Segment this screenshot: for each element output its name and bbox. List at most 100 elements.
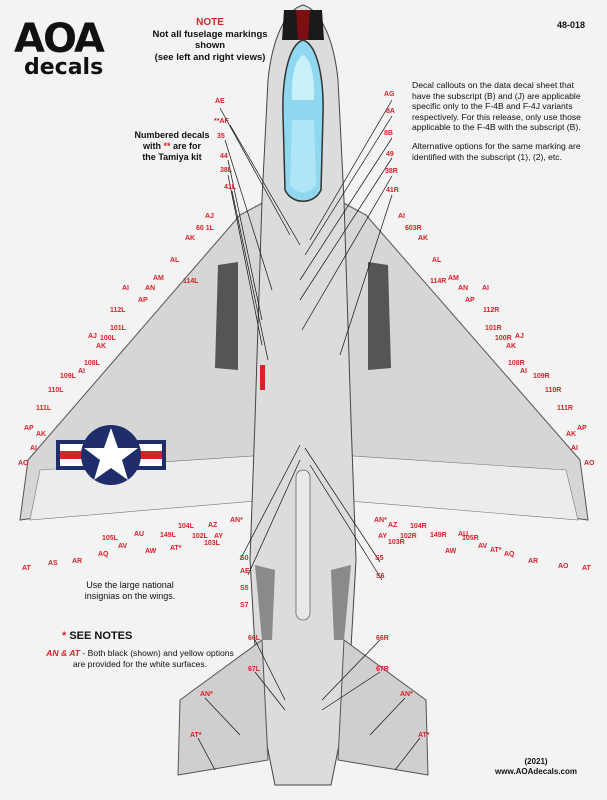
callout-label: AP — [465, 297, 475, 304]
callout-label: AQ — [504, 551, 515, 558]
callout-leader-lines — [197, 99, 421, 771]
callout-label: 112L — [110, 307, 126, 314]
callout-label: AK — [96, 343, 106, 350]
callout-label: AO — [18, 460, 29, 467]
callout-label: 102R — [400, 533, 417, 540]
callout-label: 109R — [533, 373, 550, 380]
callout-label: S0 — [240, 555, 249, 562]
callout-label: AP — [577, 425, 587, 432]
callout-label: 100L — [100, 335, 117, 342]
callout-label: 114L — [183, 278, 199, 285]
callout-label: AV — [118, 543, 128, 550]
callout-label: AT — [22, 565, 32, 572]
callout-label: 105R — [462, 535, 479, 542]
tamiya-line-2: with ** are for — [142, 141, 202, 151]
callout-label: 603R — [405, 225, 422, 232]
callout-label: AZ — [388, 522, 398, 529]
callout-label: AP — [24, 425, 34, 432]
callout-label: 8B — [384, 130, 393, 137]
callout-label: AI — [398, 213, 405, 220]
aoa-logo: AOA decals — [14, 16, 144, 80]
variant-info-paragraph-1: Decal callouts on the data decal sheet t… — [412, 80, 581, 133]
callout-label: 110L — [48, 387, 64, 394]
callout-label: 104R — [410, 523, 427, 530]
callout-label: AI — [122, 285, 129, 292]
callout-label: AN — [458, 285, 468, 292]
right-stabilizer — [337, 639, 429, 776]
callout-label: AK — [185, 235, 195, 242]
callout-label: 60 1L — [196, 225, 215, 232]
callout-label: AY — [214, 533, 223, 540]
callout-label: 8A — [386, 108, 395, 115]
callout-label: AT* — [190, 732, 202, 739]
callout-label: AR — [528, 558, 538, 565]
callout-label: AN* — [400, 691, 413, 698]
callout-label: AI — [30, 445, 37, 452]
callout-label: S5 — [375, 555, 384, 562]
callout-label: 101L — [110, 325, 127, 332]
callout-label: 66L — [248, 635, 261, 642]
callout-label: AZ — [208, 522, 218, 529]
callout-label: AN* — [230, 517, 243, 524]
left-intake — [215, 262, 238, 370]
callout-label: AK — [418, 235, 428, 242]
callout-label: 49 — [386, 151, 394, 158]
tamiya-note: Numbered decals with ** are for the Tami… — [122, 130, 222, 163]
tamiya-stars: ** — [163, 141, 171, 151]
sheet-code: 48-018 — [556, 20, 585, 30]
callout-label: 41L — [224, 184, 237, 191]
callout-label: 35 — [217, 133, 225, 140]
callout-label: **AF — [214, 118, 230, 125]
callout-label: 108L — [84, 360, 101, 367]
callout-label: 105L — [102, 535, 119, 542]
callout-label: AM — [153, 275, 164, 282]
callout-label: AT — [582, 565, 592, 572]
callout-label: AO — [584, 460, 595, 467]
callout-label: AI — [78, 368, 85, 375]
callout-label: AI — [520, 368, 527, 375]
callout-label: AL — [170, 257, 180, 264]
national-insignia — [56, 425, 166, 485]
callout-label: AI — [571, 445, 578, 452]
callout-label: 109L — [60, 373, 77, 380]
callout-label: 149L — [160, 532, 177, 539]
callout-label: 66R — [376, 635, 389, 642]
callout-label: AV — [478, 543, 488, 550]
left-stabilizer — [177, 639, 269, 776]
logo-subtitle: decals — [24, 55, 104, 80]
callout-label: AU — [458, 531, 468, 538]
callout-label: AT* — [170, 545, 182, 552]
callout-label: 41R — [386, 187, 399, 194]
fuselage-note: NOTE Not all fuselage markings shown (se… — [140, 17, 280, 63]
callout-label: AN* — [374, 517, 387, 524]
tamiya-line-1: Numbered decals — [134, 130, 210, 140]
footer: (2021) www.AOAdecals.com — [495, 757, 577, 777]
callout-label: 108R — [508, 360, 525, 367]
callout-label: AK — [506, 343, 516, 350]
callout-label: AK — [566, 431, 576, 438]
callout-label: 38L — [220, 167, 233, 174]
note-line-1: Not all fuselage markings shown — [152, 28, 268, 52]
callout-label: AN — [145, 285, 155, 292]
callout-label: 38R — [385, 168, 398, 175]
callout-label: AS — [48, 560, 58, 567]
variant-info: Decal callouts on the data decal sheet t… — [412, 80, 587, 170]
note-line-2: (see left and right views) — [154, 51, 266, 63]
callout-label: 44 — [220, 153, 228, 160]
right-intake — [368, 262, 391, 370]
callout-label: 149R — [430, 532, 447, 539]
callout-label: AW — [445, 548, 457, 555]
callout-label: AQ — [98, 551, 109, 558]
an-at-note: AN & AT - Both black (shown) and yellow … — [46, 648, 234, 669]
callout-label: AJ — [205, 213, 214, 220]
callout-label: AT* — [490, 547, 502, 554]
callout-label: AE — [240, 568, 250, 575]
callout-label: S6 — [376, 573, 385, 580]
see-notes-heading: * SEE NOTES — [62, 630, 133, 642]
logo-mark: AOA — [14, 16, 105, 62]
callout-label: 103L — [204, 540, 221, 547]
callout-label: AL — [432, 257, 442, 264]
